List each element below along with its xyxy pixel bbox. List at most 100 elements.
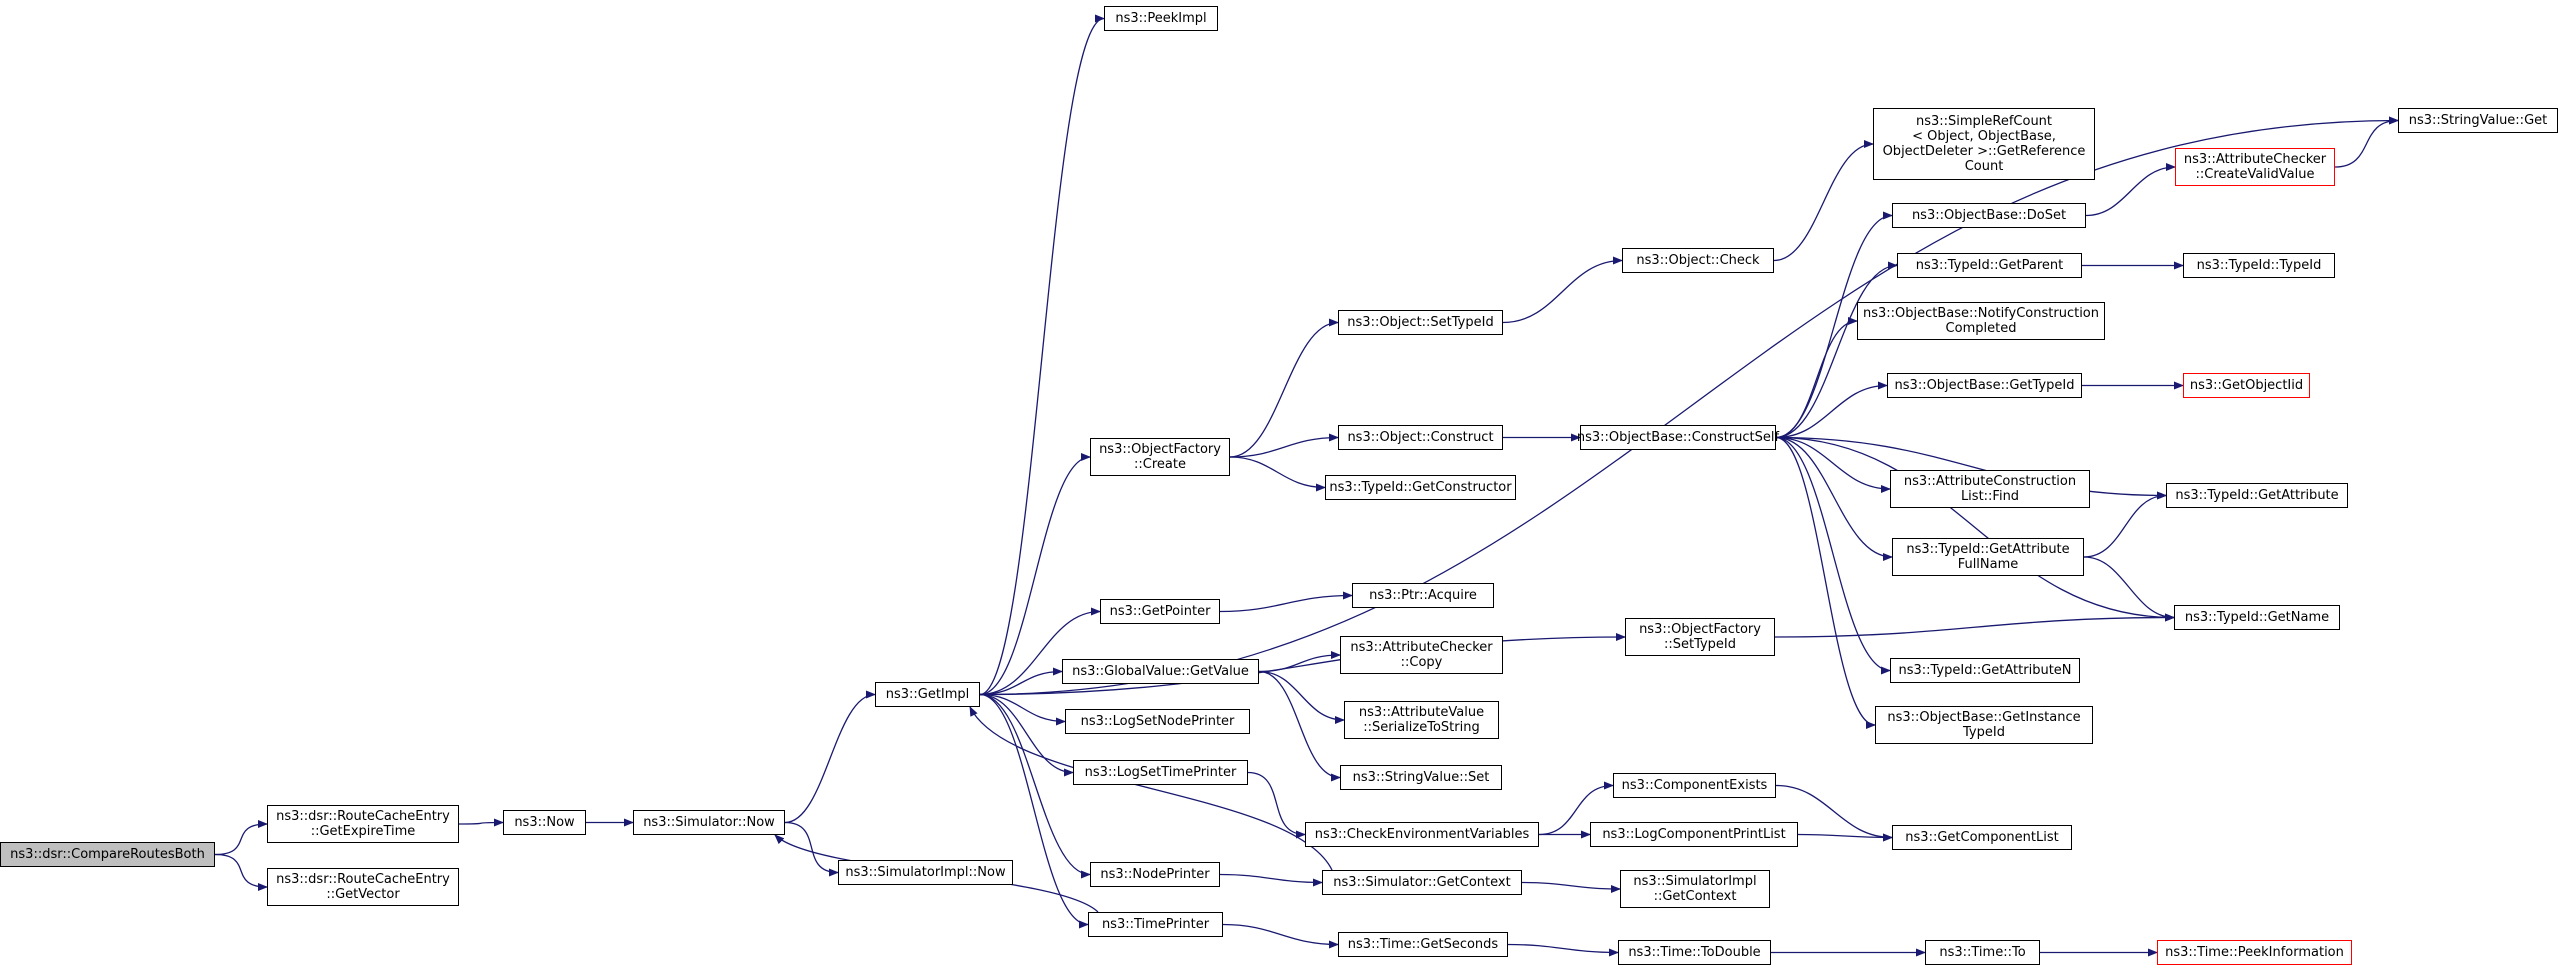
node-ofcreate[interactable]: ns3::ObjectFactory ::Create [1090, 438, 1230, 476]
node-obgettypeid[interactable]: ns3::ObjectBase::GetTypeId [1887, 373, 2082, 398]
node-label: ns3::GlobalValue::GetValue [1072, 664, 1249, 679]
node-simgetcontext[interactable]: ns3::Simulator::GetContext [1322, 870, 1522, 895]
node-label: ns3::GetObjectIid [2189, 378, 2304, 393]
node-peekimpl[interactable]: ns3::PeekImpl [1104, 6, 1218, 31]
node-compexists[interactable]: ns3::ComponentExists [1613, 773, 1776, 798]
node-logtimeprinter[interactable]: ns3::LogSetTimePrinter [1073, 760, 1248, 785]
node-getvector[interactable]: ns3::dsr::RouteCacheEntry ::GetVector [267, 868, 459, 906]
node-label: ns3::TypeId::GetAttribute FullName [1906, 542, 2070, 572]
edge-simgetcontext-to-getimpl [969, 706, 1333, 871]
node-getparent[interactable]: ns3::TypeId::GetParent [1897, 253, 2082, 278]
node-label: ns3::Ptr::Acquire [1369, 588, 1477, 603]
edge-logcompprint-to-getcomplist [1797, 833, 1893, 842]
edge-constructself-to-notifyconst [1775, 317, 1858, 439]
node-label: ns3::Time::ToDouble [1628, 945, 1761, 960]
node-stringget[interactable]: ns3::StringValue::Get [2398, 108, 2558, 133]
node-objcheck[interactable]: ns3::Object::Check [1622, 248, 1774, 273]
node-ofsettypeid[interactable]: ns3::ObjectFactory ::SetTypeId [1625, 618, 1775, 656]
node-label: ns3::TypeId::TypeId [2196, 258, 2322, 273]
node-simimplgetcontext[interactable]: ns3::SimulatorImpl ::GetContext [1620, 870, 1770, 908]
node-getobjectiid[interactable]: ns3::GetObjectIid [2183, 373, 2310, 398]
edge-constructself-to-getname [1775, 436, 2175, 622]
node-getname[interactable]: ns3::TypeId::GetName [2174, 605, 2340, 630]
node-simnow[interactable]: ns3::Simulator::Now [633, 810, 785, 835]
node-peekinfo[interactable]: ns3::Time::PeekInformation [2157, 940, 2352, 965]
node-logcompprint[interactable]: ns3::LogComponentPrintList [1590, 822, 1798, 847]
edge-timeprinter-to-getseconds [1222, 923, 1339, 949]
edge-checkenv-to-compexists [1538, 781, 1614, 836]
node-getexpire[interactable]: ns3::dsr::RouteCacheEntry ::GetExpireTim… [267, 805, 459, 843]
node-accopy[interactable]: ns3::AttributeChecker ::Copy [1340, 636, 1503, 674]
node-label: ns3::TimePrinter [1101, 917, 1210, 932]
node-getcomplist[interactable]: ns3::GetComponentList [1892, 825, 2072, 850]
node-label: ns3::AttributeConstruction List::Find [1903, 474, 2077, 504]
node-label: ns3::TypeId::GetAttribute [2175, 488, 2339, 503]
node-label: ns3::TypeId::GetConstructor [1329, 480, 1512, 495]
node-label: ns3::StringValue::Set [1352, 770, 1490, 785]
node-label: ns3::dsr::CompareRoutesBoth [10, 847, 205, 862]
node-label: ns3::Simulator::GetContext [1333, 875, 1511, 890]
node-checkenv[interactable]: ns3::CheckEnvironmentVariables [1305, 822, 1539, 847]
node-getattrn[interactable]: ns3::TypeId::GetAttributeN [1890, 658, 2080, 683]
edge-simnow-to-getimpl [784, 690, 876, 824]
node-gvgetvalue[interactable]: ns3::GlobalValue::GetValue [1062, 659, 1259, 684]
edge-simgetcontext-to-simimplgetcontext [1521, 881, 1621, 893]
node-objsettypeid[interactable]: ns3::Object::SetTypeId [1338, 310, 1503, 335]
node-getimpl[interactable]: ns3::GetImpl [875, 682, 980, 707]
edge-compare-to-getvector [214, 853, 268, 891]
node-todouble[interactable]: ns3::Time::ToDouble [1618, 940, 1771, 965]
node-label: ns3::ObjectBase::NotifyConstruction Comp… [1863, 306, 2099, 336]
node-nodeprinter[interactable]: ns3::NodePrinter [1090, 862, 1220, 887]
node-label: ns3::CheckEnvironmentVariables [1314, 827, 1530, 842]
edge-nodeprinter-to-simgetcontext [1219, 873, 1323, 887]
node-ptracquire[interactable]: ns3::Ptr::Acquire [1352, 583, 1494, 608]
node-getpointer[interactable]: ns3::GetPointer [1100, 599, 1220, 624]
node-avserialize[interactable]: ns3::AttributeValue ::SerializeToString [1344, 701, 1499, 739]
node-constructself[interactable]: ns3::ObjectBase::ConstructSelf [1577, 425, 1779, 450]
node-getinstance[interactable]: ns3::ObjectBase::GetInstance TypeId [1875, 706, 2093, 744]
edge-getimpl-to-logtimeprinter [979, 693, 1074, 777]
node-timeto[interactable]: ns3::Time::To [1925, 940, 2040, 965]
node-getattrfull[interactable]: ns3::TypeId::GetAttribute FullName [1892, 538, 2084, 576]
node-typeidtypeid[interactable]: ns3::TypeId::TypeId [2183, 253, 2335, 278]
edge-constructself-to-attrconstfind [1775, 436, 1891, 493]
node-objconstruct[interactable]: ns3::Object::Construct [1338, 425, 1503, 450]
node-doset[interactable]: ns3::ObjectBase::DoSet [1892, 203, 2086, 228]
node-simplerefcount[interactable]: ns3::SimpleRefCount < Object, ObjectBase… [1873, 108, 2095, 180]
edge-compexists-to-getcomplist [1775, 784, 1893, 842]
edge-objsettypeid-to-objcheck [1502, 256, 1623, 324]
node-label: ns3::ObjectBase::GetTypeId [1894, 378, 2075, 393]
edge-gvgetvalue-to-avserialize [1258, 670, 1345, 724]
edge-constructself-to-getinstance [1775, 436, 1876, 729]
edge-gvgetvalue-to-stringset [1258, 670, 1341, 782]
edge-ofcreate-to-objsettypeid [1229, 318, 1339, 458]
node-label: ns3::ComponentExists [1621, 778, 1768, 793]
node-label: ns3::Object::Check [1636, 253, 1760, 268]
node-label: ns3::NodePrinter [1100, 867, 1210, 882]
edge-doset-to-createvalid [2085, 163, 2176, 217]
node-label: ns3::ObjectBase::GetInstance TypeId [1887, 710, 2081, 740]
edge-objcheck-to-simplerefcount [1773, 140, 1874, 262]
edge-constructself-to-obgettypeid [1775, 381, 1888, 439]
node-getconstructor[interactable]: ns3::TypeId::GetConstructor [1325, 475, 1516, 500]
node-now[interactable]: ns3::Now [503, 810, 586, 835]
edge-getseconds-to-todouble [1507, 943, 1619, 957]
node-timeprinter[interactable]: ns3::TimePrinter [1088, 912, 1223, 937]
node-getseconds[interactable]: ns3::Time::GetSeconds [1338, 932, 1508, 957]
node-label: ns3::Time::GetSeconds [1347, 937, 1499, 952]
node-stringset[interactable]: ns3::StringValue::Set [1340, 765, 1502, 790]
node-label: ns3::ObjectFactory ::SetTypeId [1639, 622, 1761, 652]
node-label: ns3::AttributeValue ::SerializeToString [1358, 705, 1485, 735]
node-simimplnow[interactable]: ns3::SimulatorImpl::Now [838, 860, 1013, 885]
node-lognodeprinter[interactable]: ns3::LogSetNodePrinter [1065, 709, 1250, 734]
node-label: ns3::Time::PeekInformation [2165, 945, 2344, 960]
node-label: ns3::AttributeChecker ::Copy [1350, 640, 1493, 670]
node-attrconstfind[interactable]: ns3::AttributeConstruction List::Find [1890, 470, 2090, 508]
edge-gvgetvalue-to-accopy [1258, 651, 1341, 673]
node-notifyconst[interactable]: ns3::ObjectBase::NotifyConstruction Comp… [1857, 302, 2105, 340]
edge-ofcreate-to-getconstructor [1229, 456, 1326, 492]
node-getattribute[interactable]: ns3::TypeId::GetAttribute [2166, 483, 2348, 508]
node-label: ns3::LogSetTimePrinter [1084, 765, 1237, 780]
node-label: ns3::GetPointer [1109, 604, 1211, 619]
node-createvalid[interactable]: ns3::AttributeChecker ::CreateValidValue [2175, 148, 2335, 186]
